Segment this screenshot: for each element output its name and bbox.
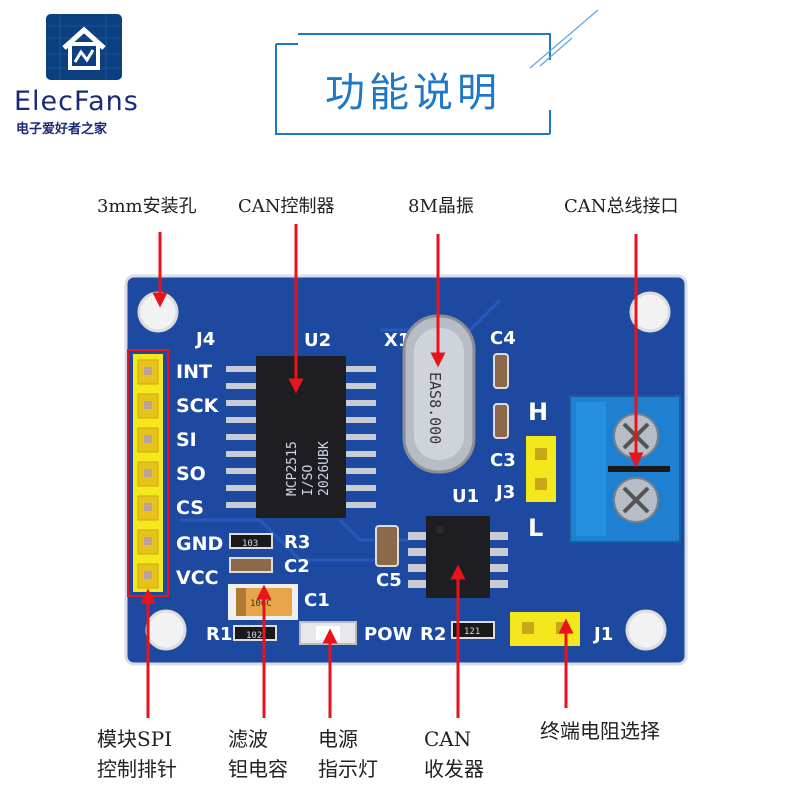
- silk-u1: U1: [452, 486, 479, 507]
- title-frame: 功能说明: [268, 30, 558, 138]
- mount-hole-icon: [625, 609, 667, 651]
- label-filter-line2: 钽电容: [228, 757, 288, 781]
- label-power-line1: 电源: [318, 727, 358, 751]
- page-title: 功能说明: [325, 70, 501, 116]
- silk-c4: C4: [490, 328, 516, 349]
- tantalum-mark: 106C: [250, 599, 272, 609]
- res-r3: [229, 533, 273, 549]
- label-filter-line1: 滤波: [228, 727, 268, 751]
- label-can-transceiver: CAN 收发器: [424, 724, 484, 784]
- silk-r3: R3: [284, 532, 310, 553]
- silk-pow: POW: [364, 624, 412, 645]
- label-can-bus-interface: CAN总线接口: [564, 196, 679, 217]
- chip-mcp-line2: I/SO: [301, 465, 316, 496]
- pin-cs: CS: [176, 497, 204, 519]
- silk-r2: R2: [420, 624, 446, 645]
- mount-hole-icon: [629, 291, 671, 333]
- silk-u2: U2: [304, 330, 331, 351]
- res-r2-mark: 121: [464, 627, 480, 637]
- label-termination: 终端电阻选择: [540, 719, 660, 743]
- logo-brand: ElecFans: [14, 86, 139, 117]
- chip-mcp-line1: MCP2515: [285, 441, 300, 496]
- logo-subtitle: 电子爱好者之家: [16, 122, 108, 137]
- mount-hole-icon: [145, 609, 187, 651]
- pin-gnd: GND: [176, 533, 223, 555]
- cap-c2: [229, 557, 273, 573]
- silk-j1: J1: [592, 624, 613, 645]
- label-can-controller: CAN控制器: [238, 196, 335, 217]
- silk-r1: R1: [206, 624, 232, 645]
- res-r1-mark: 102: [246, 631, 262, 641]
- decor-lines: [529, 9, 599, 69]
- silk-c2: C2: [284, 556, 310, 577]
- mount-hole-icon: [137, 291, 179, 333]
- pin-int: INT: [176, 361, 212, 383]
- elecfans-logo: ElecFans 电子爱好者之家: [14, 8, 154, 137]
- res-r3-mark: 103: [242, 539, 258, 549]
- label-spi-header: 模块SPI 控制排针: [97, 724, 177, 784]
- label-power-line2: 指示灯: [318, 757, 378, 781]
- silk-j4: J4: [194, 329, 215, 350]
- chip-mcp-line3: 2026UBK: [317, 441, 332, 496]
- silk-j3: J3: [494, 482, 515, 503]
- pin-vcc: VCC: [176, 567, 219, 589]
- res-r2: [451, 621, 495, 639]
- house-logo-icon: [46, 14, 122, 80]
- header-j1[interactable]: [510, 612, 580, 646]
- pin-so: SO: [176, 463, 206, 485]
- label-power-led: 电源 指示灯: [318, 724, 378, 784]
- silk-c1: C1: [304, 590, 330, 611]
- silk-h: H: [528, 398, 548, 426]
- pin-si: SI: [176, 429, 197, 451]
- label-transceiver-line1: CAN: [424, 727, 472, 751]
- logo-badge: [46, 14, 122, 80]
- cap-c4: [493, 353, 509, 389]
- label-filter-cap: 滤波 钽电容: [228, 724, 288, 784]
- label-crystal: 8M晶振: [408, 196, 474, 217]
- silk-c5: C5: [376, 570, 402, 591]
- label-mount-hole: 3mm安装孔: [97, 196, 197, 217]
- mcp2515-pins: [226, 366, 376, 508]
- silk-l: L: [528, 514, 543, 542]
- silk-c3: C3: [490, 450, 516, 471]
- label-spi-line2: 控制排针: [97, 757, 177, 781]
- label-transceiver-line2: 收发器: [424, 757, 484, 781]
- header-j3[interactable]: [526, 436, 556, 502]
- crystal-mark: EAS8.000: [426, 372, 444, 444]
- cap-c3: [493, 403, 509, 439]
- pin-sck: SCK: [176, 395, 220, 417]
- label-spi-line1: 模块SPI: [97, 727, 173, 751]
- cap-c5: [375, 525, 399, 567]
